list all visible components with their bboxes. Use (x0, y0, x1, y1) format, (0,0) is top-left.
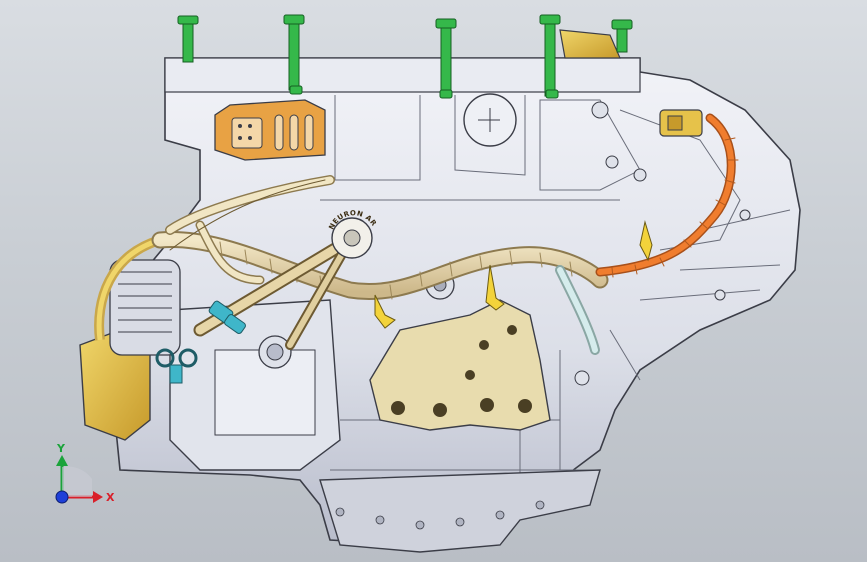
mounting-bolts[interactable] (177, 14, 633, 99)
orange-hose[interactable] (595, 113, 739, 278)
bolt-1 (177, 15, 199, 63)
lifting-bracket[interactable] (559, 29, 621, 59)
front-cover[interactable] (169, 270, 455, 471)
oil-pan[interactable] (319, 469, 601, 553)
electrical-connector[interactable] (214, 99, 326, 161)
triad-x-label: X (106, 491, 115, 504)
triad-y-label: Y (56, 442, 66, 455)
sensor-connector[interactable] (659, 109, 703, 137)
cooler-pipe[interactable] (169, 179, 326, 251)
coordinate-triad: X Y (55, 442, 115, 504)
level-markers[interactable] (374, 220, 653, 329)
bolt-5 (611, 19, 633, 53)
triad-z-axis (55, 490, 69, 504)
alternator-assembly[interactable] (79, 235, 181, 441)
bolt-4 (539, 14, 561, 97)
bolt-3 (435, 18, 457, 95)
harness-bracket[interactable] (369, 299, 551, 431)
hose-fittings[interactable] (155, 300, 247, 384)
